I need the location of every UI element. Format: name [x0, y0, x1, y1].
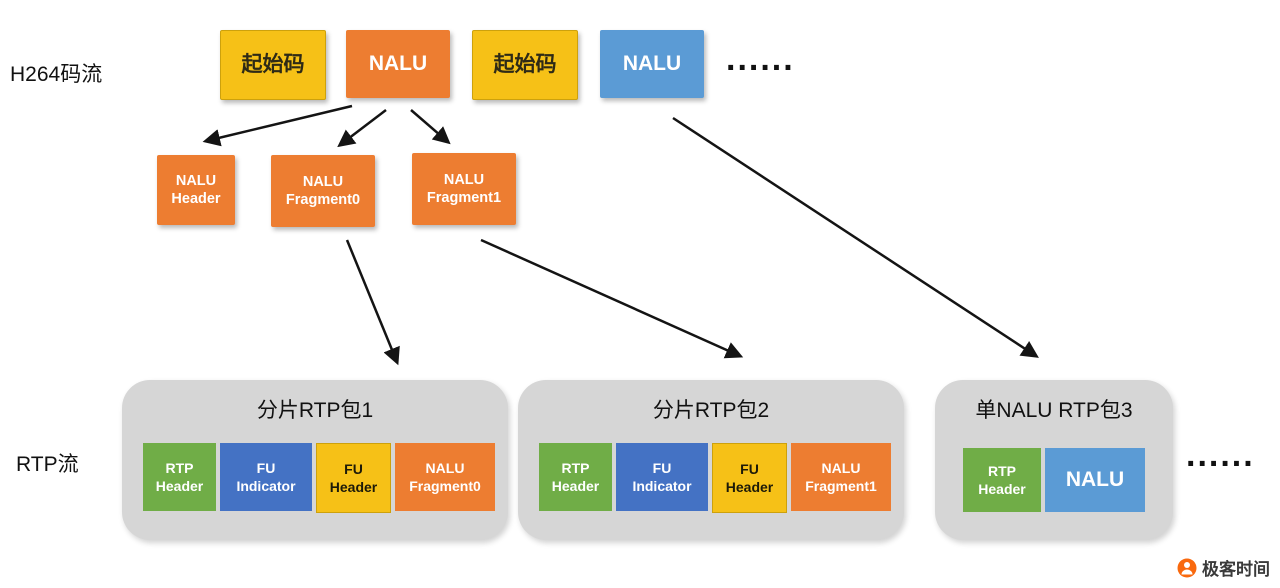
fu-indicator-field: FU Indicator — [220, 443, 312, 511]
arrow-nalu-to-header — [202, 104, 353, 147]
arrow-nalu-to-fragment1 — [410, 109, 451, 145]
fu-header-field: FU Header — [712, 443, 787, 513]
rtp-header-field: RTP Header — [143, 443, 216, 511]
start-code-box-1: 起始码 — [220, 30, 326, 100]
arrow-fragment0-to-packet1 — [345, 239, 400, 366]
fu-indicator-field: FU Indicator — [616, 443, 708, 511]
h264-ellipsis: ...... — [726, 40, 795, 78]
geektime-logo-icon — [1177, 558, 1197, 577]
nalu-fragment1-box: NALU Fragment1 — [412, 153, 516, 225]
rtp-packet-3: 单NALU RTP包3 RTP Header NALU — [935, 380, 1173, 540]
arrow-nalu-to-fragment0 — [337, 109, 387, 148]
rtp-stream-label: RTP流 — [16, 453, 79, 476]
nalu-fragment0-field: NALU Fragment0 — [395, 443, 495, 511]
nalu-fragment1-field: NALU Fragment1 — [791, 443, 891, 511]
fu-header-field: FU Header — [316, 443, 391, 513]
rtp-ellipsis: ...... — [1186, 436, 1255, 474]
geektime-logo-text: 极客时间 — [1202, 560, 1270, 579]
nalu-header-box: NALU Header — [157, 155, 235, 225]
rtp-packet-1: 分片RTP包1 RTP Header FU Indicator FU Heade… — [122, 380, 508, 540]
nalu-box-orange: NALU — [346, 30, 450, 98]
rtp-packet-1-title: 分片RTP包1 — [256, 399, 374, 422]
rtp-header-field: RTP Header — [963, 448, 1041, 512]
rtp-header-field: RTP Header — [539, 443, 612, 511]
h264-stream-label: H264码流 — [10, 63, 103, 86]
nalu-fragment0-box: NALU Fragment0 — [271, 155, 375, 227]
start-code-box-2: 起始码 — [472, 30, 578, 100]
rtp-packet-2-title: 分片RTP包2 — [652, 399, 770, 422]
arrow-fragment1-to-packet2 — [480, 238, 744, 359]
rtp-packet-3-title: 单NALU RTP包3 — [975, 399, 1133, 422]
geektime-logo: 极客时间 — [1177, 555, 1270, 580]
nalu-box-blue: NALU — [600, 30, 704, 98]
rtp-packet-2: 分片RTP包2 RTP Header FU Indicator FU Heade… — [518, 380, 904, 540]
arrow-nalu-to-packet3 — [672, 116, 1039, 358]
nalu-field: NALU — [1045, 448, 1145, 512]
